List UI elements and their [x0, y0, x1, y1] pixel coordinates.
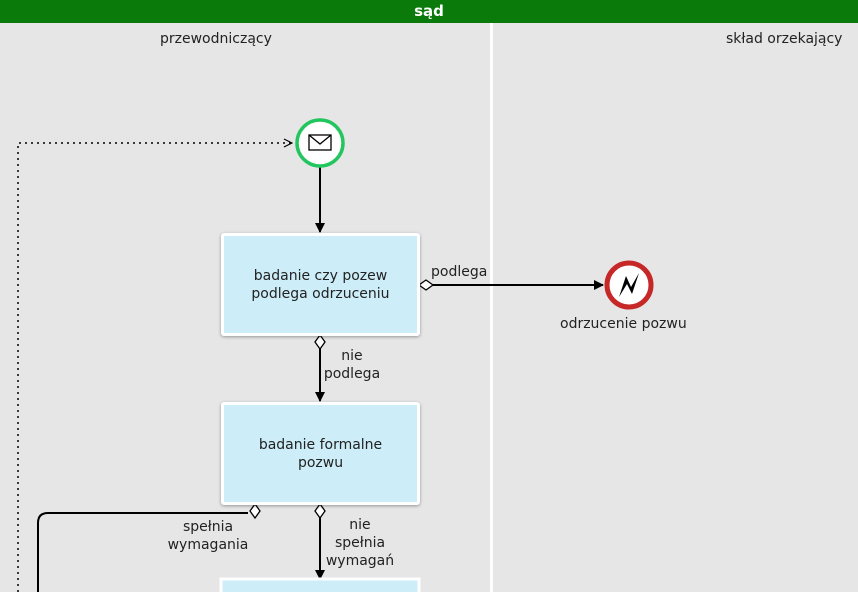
sequence-flow-spelnia[interactable]: [37, 512, 248, 592]
flow-label-nie-spelnia-wymagan: nie spełnia wymagań: [325, 517, 395, 569]
pool-header: sąd: [0, 0, 858, 23]
flow-label-spelnia-wymagania: spełnia wymagania: [167, 519, 249, 553]
pool-title: sąd: [414, 2, 444, 20]
conditional-diamond-nie-spelnia: [314, 502, 326, 520]
task-label: badanie formalne pozwu: [258, 436, 383, 471]
flow-label-podlega: podlega: [431, 264, 488, 280]
lane-divider: [490, 23, 493, 592]
lightning-icon: [619, 273, 639, 297]
lane-title-sklad-orzekajacy: skład orzekający: [726, 31, 843, 47]
end-error-event[interactable]: [604, 260, 654, 310]
conditional-diamond-podlega: [417, 279, 435, 291]
flow-label-nie-podlega: nie podlega: [323, 348, 381, 382]
task-partial-bottom[interactable]: [219, 577, 421, 592]
envelope-icon: [308, 134, 332, 151]
task-badanie-formalne-pozwu[interactable]: badanie formalne pozwu: [221, 402, 420, 505]
lane-title-przewodniczacy: przewodniczący: [160, 31, 272, 47]
message-flow-dotted[interactable]: [17, 143, 292, 592]
end-event-label: odrzucenie pozwu: [560, 316, 687, 332]
conditional-diamond-spelnia: [249, 502, 261, 520]
conditional-diamond-nie-podlega: [314, 333, 326, 351]
task-label: badanie czy pozew podlega odrzuceniu: [251, 267, 390, 302]
start-message-event[interactable]: [295, 118, 345, 168]
task-badanie-czy-pozew-podlega-odrzuceniu[interactable]: badanie czy pozew podlega odrzuceniu: [221, 233, 420, 336]
